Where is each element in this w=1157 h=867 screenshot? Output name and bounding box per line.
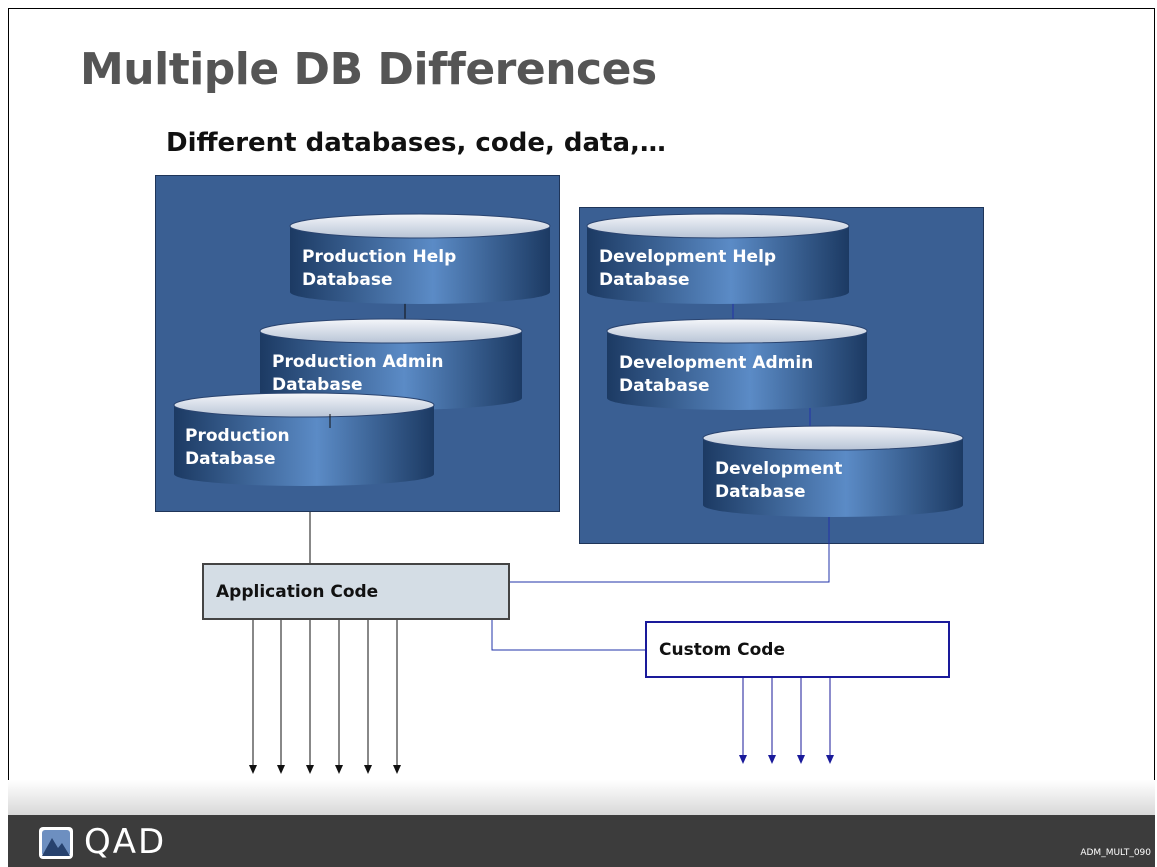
production-help-db-label-2: Database — [302, 270, 392, 290]
slide-subtitle: Different databases, code, data,… — [166, 128, 666, 158]
app-output-arrow — [249, 620, 257, 774]
production-admin-db-label-1: Production Admin — [272, 352, 444, 372]
app-to-custom-link — [491, 620, 645, 651]
production-db-label-2: Database — [185, 449, 275, 469]
production-help-db-cylinder: Production Help Database — [289, 213, 551, 304]
app-output-arrow — [393, 620, 401, 774]
custom-code-label: Custom Code — [659, 639, 785, 660]
app-code-output-arrows — [249, 620, 401, 774]
production-db-cylinder: Production Database — [173, 392, 435, 486]
qad-logo-text: QAD — [84, 822, 167, 862]
development-db-label-1: Development — [715, 459, 842, 479]
footer-bar — [8, 815, 1155, 867]
development-to-app-link — [510, 517, 830, 583]
app-output-arrow — [364, 620, 372, 774]
app-output-arrow — [306, 620, 314, 774]
slide-id: ADM_MULT_090 — [1080, 848, 1151, 858]
production-admin-db-label-2: Database — [272, 375, 362, 395]
development-help-db-label-2: Database — [599, 270, 689, 290]
app-output-arrow — [277, 620, 285, 774]
development-admin-db-cylinder: Development Admin Database — [606, 318, 868, 410]
qad-logo-icon — [39, 827, 73, 859]
application-code-label: Application Code — [216, 581, 379, 602]
production-help-db-label-1: Production Help — [302, 247, 456, 267]
development-admin-db-label-1: Development Admin — [619, 353, 813, 373]
slide-title: Multiple DB Differences — [80, 44, 657, 95]
app-output-arrow — [335, 620, 343, 774]
development-admin-db-label-2: Database — [619, 376, 709, 396]
custom-output-arrow — [797, 678, 805, 764]
application-code-box: Application Code — [202, 563, 510, 620]
development-db-label-2: Database — [715, 482, 805, 502]
development-help-db-cylinder: Development Help Database — [586, 213, 850, 304]
custom-output-arrow — [768, 678, 776, 764]
development-db-cylinder: Development Database — [702, 425, 964, 517]
development-help-db-label-1: Development Help — [599, 247, 776, 267]
footer-fade — [8, 780, 1155, 815]
production-admin-db-cylinder: Production Admin Database — [259, 318, 523, 410]
custom-code-box: Custom Code — [645, 621, 950, 678]
custom-output-arrow — [739, 678, 747, 764]
custom-output-arrow — [826, 678, 834, 764]
custom-code-output-arrows — [739, 678, 834, 764]
production-db-label-1: Production — [185, 426, 290, 446]
